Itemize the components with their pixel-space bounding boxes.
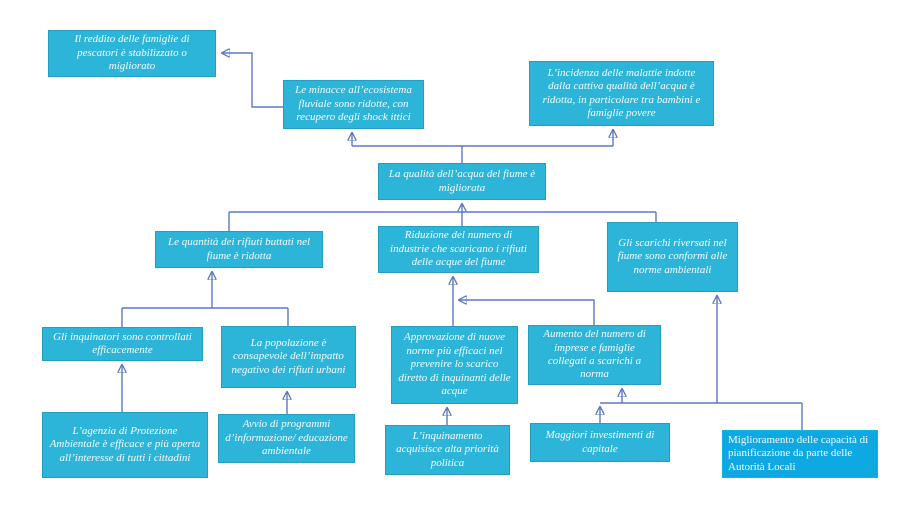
objective-box-quantita-rifiuti: Le quantità dei rifiuti buttati nel fium… bbox=[155, 231, 323, 268]
objective-box-popolazione-consapevole: La popolazione è consapevole dell’impatt… bbox=[221, 326, 356, 388]
objective-box-agenzia-protezione: L’agenzia di Protezione Ambientale è eff… bbox=[42, 412, 208, 478]
objective-box-programmi-informazione: Avvio di programmi d’informazione/ educa… bbox=[218, 414, 355, 463]
objective-box-pianificazione-autorita: Miglioramento delle capacità di pianific… bbox=[722, 430, 878, 478]
objective-box-investimenti-capitale: Maggiori investimenti di capitale bbox=[530, 423, 670, 462]
objective-box-minacce-ecosistema: Le minacce all’ecosistema fluviale sono … bbox=[283, 80, 424, 129]
objective-box-aumento-imprese: Aumento del numero di imprese e famiglie… bbox=[528, 325, 661, 385]
edge-aumento-join bbox=[459, 300, 595, 325]
objective-box-scarichi-conformi: Gli scarichi riversati nel fiume sono co… bbox=[607, 222, 738, 292]
objective-box-qualita-acqua: La qualità dell’acqua del fiume è miglio… bbox=[378, 163, 546, 200]
objective-box-reddito-famiglie: Il reddito delle famiglie di pescatori è… bbox=[48, 30, 216, 77]
objective-box-inquinatori-controllati: Gli inquinatori sono controllati efficac… bbox=[42, 327, 203, 361]
edge-minacce-to-reddito bbox=[222, 53, 283, 108]
objective-box-inquinamento-priorita: L’inquinamento acquisisce alta priorità … bbox=[385, 425, 510, 475]
objective-box-nuove-norme: Approvazione di nuove norme più efficaci… bbox=[391, 326, 518, 404]
objective-box-riduzione-industrie: Riduzione del numero di industrie che sc… bbox=[378, 226, 539, 273]
objective-box-incidenza-malattie: L’incidenza delle malattie indotte dalla… bbox=[529, 61, 714, 126]
